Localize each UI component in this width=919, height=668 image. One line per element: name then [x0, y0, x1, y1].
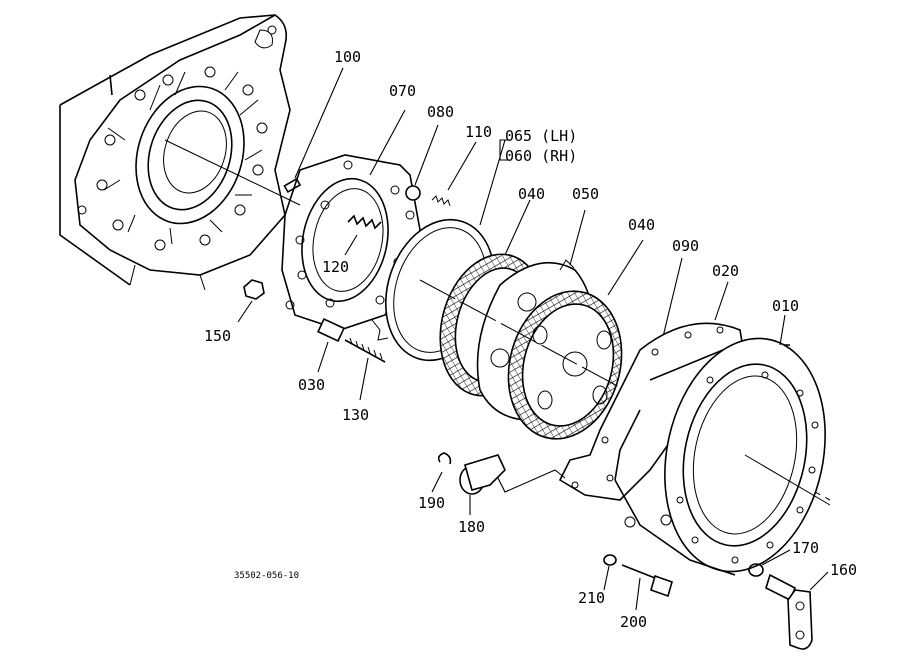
label-065: 065 (LH)	[505, 127, 577, 145]
o-ring-170	[748, 549, 791, 577]
label-020: 020	[712, 262, 739, 280]
label-200: 200	[620, 613, 647, 631]
label-110: 110	[465, 123, 492, 141]
label-060: 060 (RH)	[505, 147, 577, 165]
bolt-200	[621, 564, 673, 611]
label-170: 170	[792, 539, 819, 557]
label-160: 160	[830, 561, 857, 579]
nut-150	[237, 279, 265, 323]
label-180: 180	[458, 518, 485, 536]
collar-030	[317, 317, 345, 373]
label-150: 150	[204, 327, 231, 345]
label-130: 130	[342, 406, 369, 424]
label-080: 080	[427, 103, 454, 121]
label-210: 210	[578, 589, 605, 607]
bolt-130	[344, 337, 386, 401]
lever-160	[765, 571, 829, 650]
label-040-b: 040	[628, 216, 655, 234]
cam-180	[459, 454, 566, 515]
clip-190	[431, 452, 452, 493]
spring-120	[344, 214, 382, 256]
lining-040-b	[507, 239, 644, 440]
label-010: 010	[772, 297, 799, 315]
label-070: 070	[389, 82, 416, 100]
ball-080	[405, 124, 439, 201]
pin-100	[283, 67, 344, 194]
label-190: 190	[418, 494, 445, 512]
spring-110	[431, 141, 477, 207]
washer-210	[603, 554, 617, 591]
drawing-number: 35502-056-10	[234, 571, 299, 581]
brake-cover-010	[614, 314, 831, 576]
label-120: 120	[322, 258, 349, 276]
label-050: 050	[572, 185, 599, 203]
label-030: 030	[298, 376, 325, 394]
transmission-housing	[59, 14, 301, 291]
gasket-020	[558, 281, 746, 501]
label-090: 090	[672, 237, 699, 255]
label-100: 100	[334, 48, 361, 66]
label-040-a: 040	[518, 185, 545, 203]
